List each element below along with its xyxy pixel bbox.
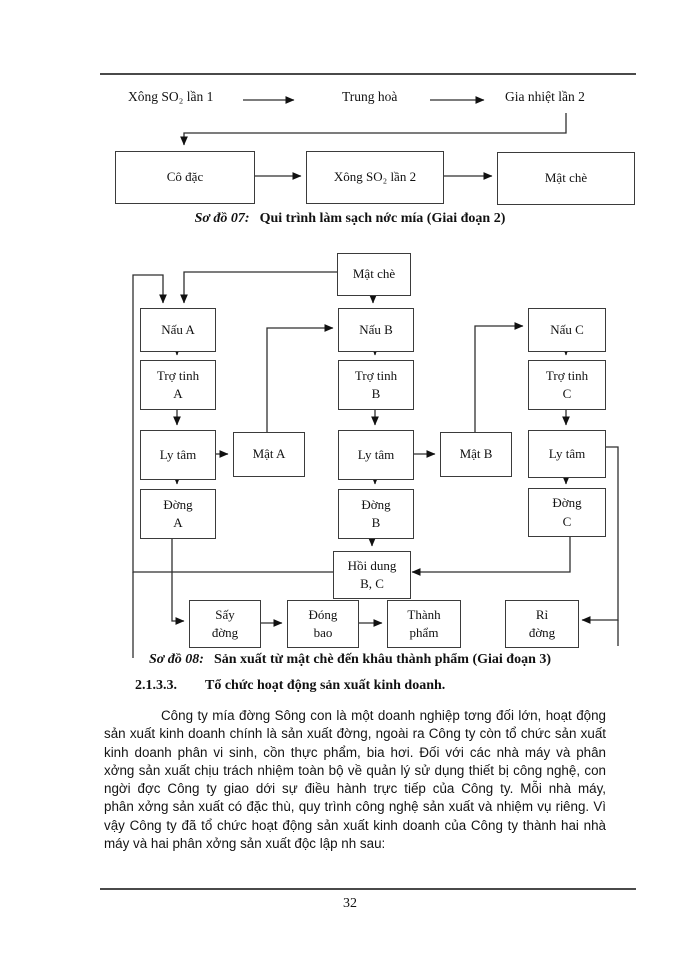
paragraph-line: xởng sản xuất chịu trách nhiệm toàn bộ v… [104, 762, 606, 778]
arrow-gianhiet-codac [180, 113, 567, 146]
box-duong-b: Đờng B [338, 489, 414, 539]
box-tro-tinh-b: Trợ tinh B [338, 360, 414, 410]
arrow-hoidung-naua-loop [132, 274, 333, 573]
box-tro-tinh-c: Trợ tinh C [528, 360, 606, 410]
box-xong-so2-lan2: Xông SO₂ lần 2 [306, 151, 444, 204]
header-rule [100, 73, 636, 75]
caption-08-label: Sơ đồ 08: [148, 652, 204, 667]
stage-label-trung-hoa: Trung hoà [342, 89, 398, 104]
box-nau-a: Nấu A [140, 308, 216, 352]
arrow-matb-nauc [474, 322, 524, 432]
box-nau-b: Nấu B [338, 308, 414, 352]
box-mat-che-07: Mật chè [497, 152, 635, 205]
body-paragraph: Công ty mía đờng Sông con là một doanh n… [104, 707, 606, 853]
box-duong-c: Đờng C [528, 488, 606, 537]
paragraph-line: máy và hai phân xởng sản xuất độc lập nh… [104, 836, 386, 852]
paragraph-line: sản xuất kinh doanh chính là sản xuất đờ… [104, 726, 606, 742]
caption-so-do-08: Sơ đồ 08: Sản xuất từ mật chè đến khâu th… [60, 652, 640, 668]
caption-so-do-07: Sơ đồ 07: Qui trình làm sạch nớc mía (Gia… [60, 211, 640, 227]
paragraph-line: kinh doanh phân vi sinh, cồn thực phẩm, … [104, 744, 606, 760]
footer-rule [100, 888, 636, 890]
paragraph-line: phân xởng sản xuất có đặc thù, quy trình… [104, 799, 606, 815]
box-dong-bao: Đóng bao [287, 600, 359, 648]
box-co-dac: Cô đặc [115, 151, 255, 204]
arrow-duonga-sayduong [171, 537, 185, 625]
caption-08-text: Sản xuất từ mật chè đến khâu thành phẩm … [213, 652, 552, 667]
box-ly-tam-b: Ly tâm [338, 430, 414, 480]
box-mat-che-08: Mật chè [337, 253, 411, 296]
section-number: 2.1.3.3. [135, 678, 177, 693]
box-say-duong: Sấy đờng [189, 600, 261, 648]
box-duong-a: Đờng A [140, 489, 216, 539]
box-ly-tam-a: Ly tâm [140, 430, 216, 480]
caption-07-label: Sơ đồ 07: [194, 211, 250, 226]
arrow-lytamc-riduong [581, 446, 619, 624]
paragraph-line: vậy Công ty đã tổ chức hoạt động sản xuấ… [104, 817, 606, 833]
page-number: 32 [343, 896, 357, 911]
box-mat-b: Mật B [440, 432, 512, 477]
arrow-mata-naub [266, 324, 334, 432]
stage-label-xong-so2-lan1: Xông SO₂ lần 1 [128, 89, 214, 104]
box-tro-tinh-a: Trợ tinh A [140, 360, 216, 410]
stage-label-gia-nhiet-lan2: Gia nhiệt lần 2 [505, 89, 585, 104]
box-thanh-pham: Thành phẩm [387, 600, 461, 648]
arrow-matche-naua [180, 271, 337, 304]
box-mat-a: Mật A [233, 432, 305, 477]
paragraph-line: Công ty mía đờng Sông con là một doanh n… [161, 708, 606, 723]
box-nau-c: Nấu C [528, 308, 606, 352]
section-heading: 2.1.3.3. Tổ chức hoạt động sản xuất kinh … [135, 678, 445, 694]
box-ly-tam-c: Ly tâm [528, 430, 606, 478]
box-hoi-dung-bc: Hồi dung B, C [333, 551, 411, 599]
box-ri-duong: Rỉ đờng [505, 600, 579, 648]
paragraph-line: ngời đợc Công ty giao dới sự điều hành t… [104, 781, 606, 797]
arrow-duongc-hoidung [411, 535, 571, 576]
section-title: Tổ chức hoạt động sản xuất kinh doanh. [205, 678, 446, 693]
caption-07-text: Qui trình làm sạch nớc mía (Giai đoạn 2) [259, 211, 506, 226]
